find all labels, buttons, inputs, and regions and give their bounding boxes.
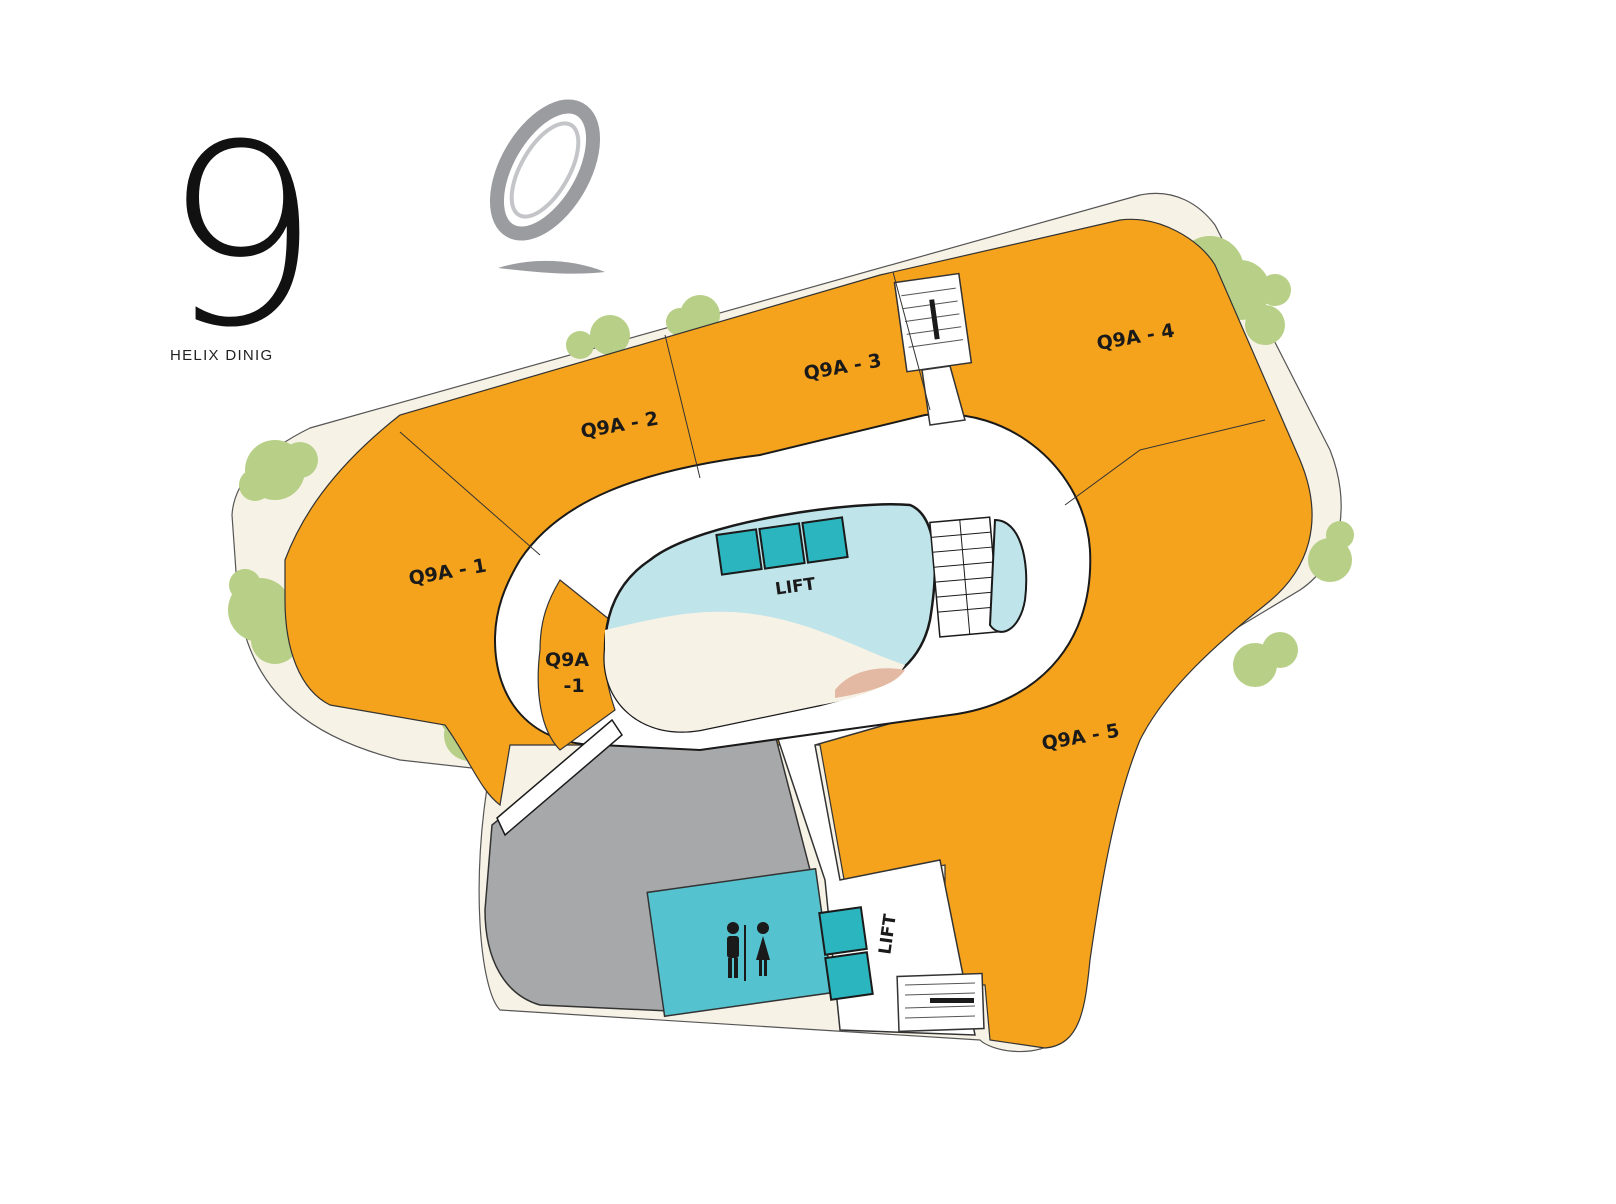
- diagonal-walkway: [496, 718, 623, 837]
- unit-dividers: [399, 271, 1266, 556]
- atrium-lift[interactable]: [715, 516, 849, 576]
- q-script-logo-icon: [489, 99, 605, 274]
- unit-label: -1: [563, 675, 584, 697]
- brand-number: 9: [162, 91, 321, 382]
- atrium-floor: [604, 611, 905, 732]
- stairs-icon: [896, 972, 985, 1033]
- unit-label: Q9A: [545, 649, 589, 671]
- brand-caption: HELIX DINIG: [170, 347, 274, 364]
- restroom: [646, 867, 834, 1018]
- side-void: [988, 518, 1028, 633]
- escalator-icon: [929, 516, 1001, 638]
- upper-connector: [921, 365, 966, 426]
- restroom-icon: [727, 922, 770, 981]
- atrium-planter: [835, 668, 905, 698]
- lower-lift[interactable]: [818, 906, 874, 1001]
